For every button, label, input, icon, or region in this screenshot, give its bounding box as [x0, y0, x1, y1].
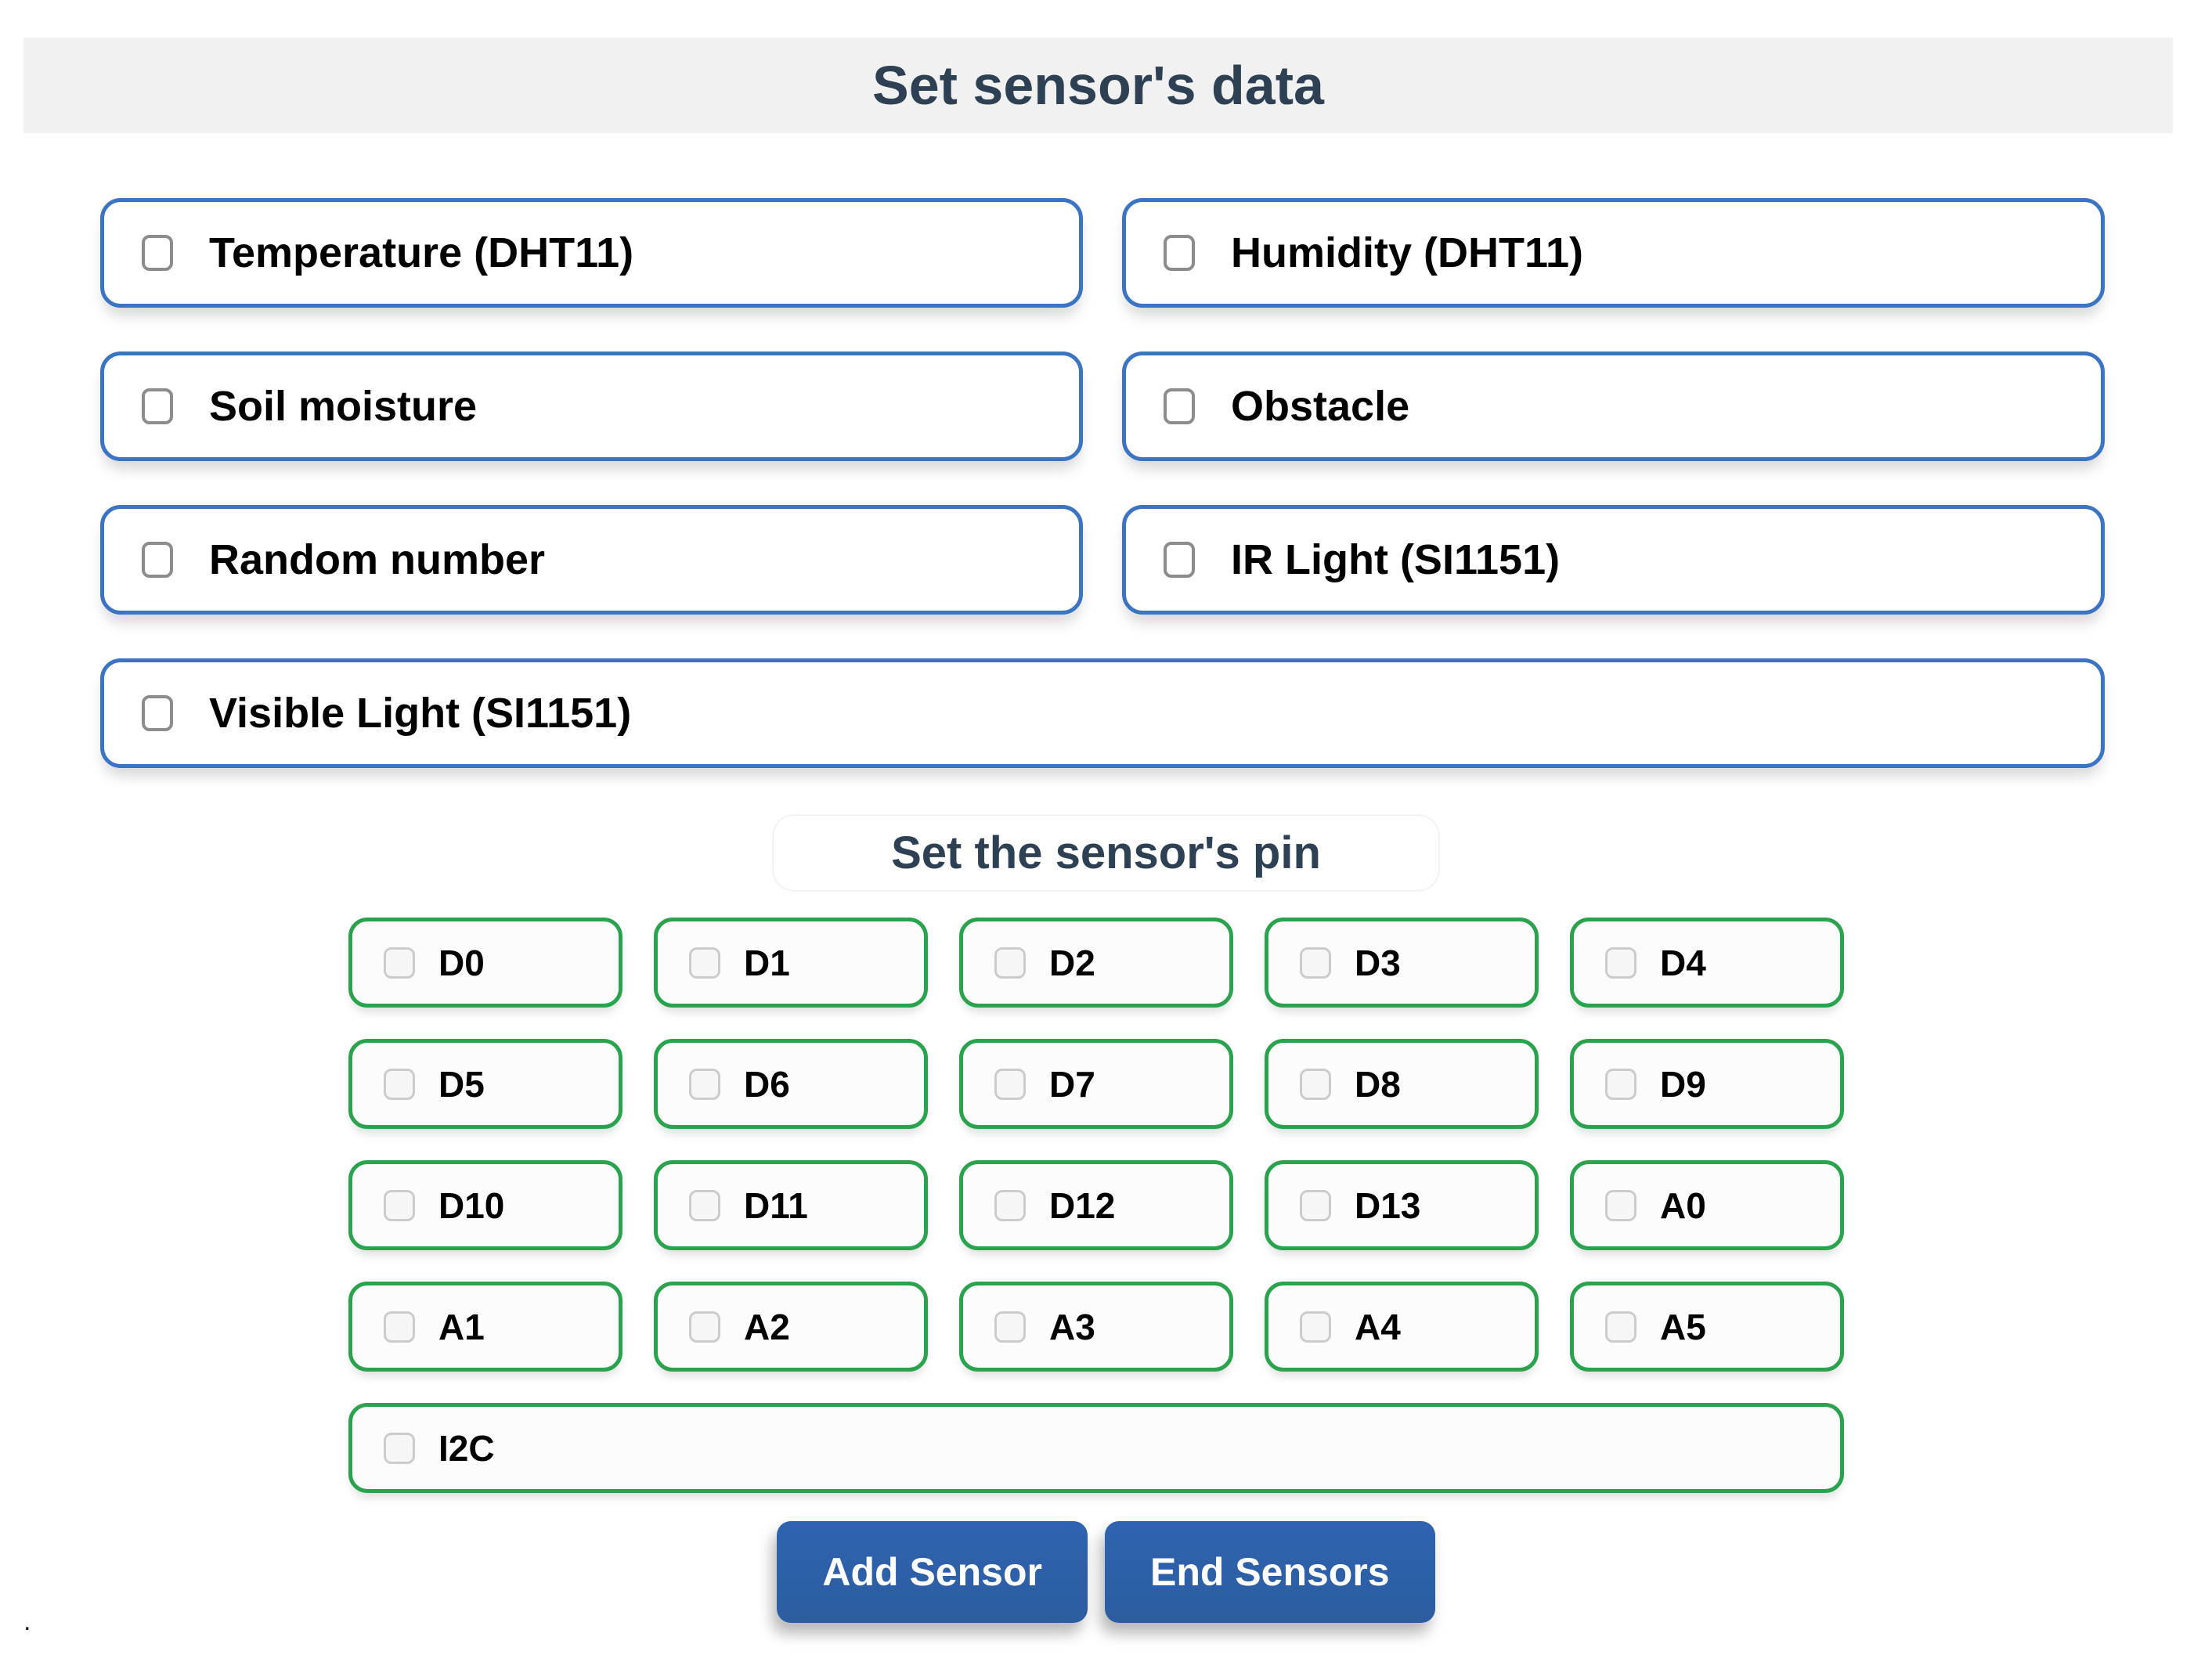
add-sensor-button[interactable]: Add Sensor — [777, 1521, 1088, 1623]
pin-option-d13[interactable]: D13 — [1265, 1160, 1539, 1250]
sensor-list: Temperature (DHT11) Humidity (DHT11) Soi… — [100, 198, 2105, 768]
visible-light-si1151-checkbox[interactable] — [142, 695, 173, 731]
pin-option-a0[interactable]: A0 — [1570, 1160, 1844, 1250]
sensor-option-humidity-dht11[interactable]: Humidity (DHT11) — [1122, 198, 2105, 308]
pin-option-label: D0 — [438, 942, 485, 983]
d6-checkbox[interactable] — [689, 1068, 720, 1100]
d0-checkbox[interactable] — [384, 946, 415, 979]
a4-checkbox[interactable] — [1300, 1311, 1331, 1343]
pin-option-d3[interactable]: D3 — [1265, 918, 1539, 1008]
pin-option-a2[interactable]: A2 — [654, 1282, 928, 1372]
pin-section-heading-wrap: Set the sensor's pin — [0, 816, 2212, 890]
pin-option-label: A0 — [1660, 1184, 1706, 1226]
pin-option-label: D5 — [438, 1063, 485, 1105]
soil-moisture-checkbox[interactable] — [142, 388, 173, 424]
pin-option-d9[interactable]: D9 — [1570, 1039, 1844, 1129]
pin-option-label: A3 — [1049, 1306, 1095, 1347]
humidity-dht11-checkbox[interactable] — [1164, 235, 1195, 271]
d4-checkbox[interactable] — [1605, 946, 1636, 979]
d3-checkbox[interactable] — [1300, 946, 1331, 979]
stray-period-text: . — [23, 1606, 31, 1636]
pin-option-a1[interactable]: A1 — [348, 1282, 622, 1372]
sensor-option-label: Obstacle — [1231, 383, 1410, 430]
pin-option-d10[interactable]: D10 — [348, 1160, 622, 1250]
pin-option-d4[interactable]: D4 — [1570, 918, 1844, 1008]
pin-option-label: D1 — [744, 942, 790, 983]
pin-section-heading-box: Set the sensor's pin — [774, 816, 1438, 890]
d1-checkbox[interactable] — [689, 946, 720, 979]
pin-option-d8[interactable]: D8 — [1265, 1039, 1539, 1129]
pin-option-label: A2 — [744, 1306, 790, 1347]
d2-checkbox[interactable] — [994, 946, 1026, 979]
temperature-dht11-checkbox[interactable] — [142, 235, 173, 271]
sensor-option-obstacle[interactable]: Obstacle — [1122, 352, 2105, 461]
pin-option-label: D13 — [1355, 1184, 1421, 1226]
pin-option-d11[interactable]: D11 — [654, 1160, 928, 1250]
pin-option-d5[interactable]: D5 — [348, 1039, 622, 1129]
pin-option-label: D6 — [744, 1063, 790, 1105]
sensor-option-label: IR Light (SI1151) — [1231, 536, 1561, 583]
pin-option-d2[interactable]: D2 — [959, 918, 1233, 1008]
d11-checkbox[interactable] — [689, 1189, 720, 1221]
d10-checkbox[interactable] — [384, 1189, 415, 1221]
pin-option-label: I2C — [438, 1427, 495, 1469]
pin-option-a3[interactable]: A3 — [959, 1282, 1233, 1372]
obstacle-checkbox[interactable] — [1164, 388, 1195, 424]
pin-option-label: D3 — [1355, 942, 1401, 983]
pin-option-a4[interactable]: A4 — [1265, 1282, 1539, 1372]
sensor-option-label: Temperature (DHT11) — [209, 229, 634, 276]
action-buttons: Add Sensor End Sensors — [0, 1521, 2212, 1623]
pin-option-label: A4 — [1355, 1306, 1401, 1347]
header-bar: Set sensor's data — [23, 38, 2173, 133]
pin-option-d1[interactable]: D1 — [654, 918, 928, 1008]
pin-option-i2c[interactable]: I2C — [348, 1403, 1844, 1493]
sensor-option-ir-light-si1151[interactable]: IR Light (SI1151) — [1122, 505, 2105, 615]
pin-option-label: D11 — [744, 1184, 808, 1226]
pin-option-label: D12 — [1049, 1184, 1116, 1226]
pin-option-label: D9 — [1660, 1063, 1706, 1105]
pin-option-label: D2 — [1049, 942, 1095, 983]
pin-option-label: D10 — [438, 1184, 505, 1226]
sensor-option-temperature-dht11[interactable]: Temperature (DHT11) — [100, 198, 1083, 308]
a5-checkbox[interactable] — [1605, 1311, 1636, 1343]
pin-list: D0 D1 D2 D3 D4 D5 D6 D7 D8 D9 D10 D11 D1… — [348, 918, 1844, 1493]
pin-section-title: Set the sensor's pin — [891, 827, 1321, 878]
a3-checkbox[interactable] — [994, 1311, 1026, 1343]
pin-option-label: D4 — [1660, 942, 1706, 983]
d7-checkbox[interactable] — [994, 1068, 1026, 1100]
sensor-option-soil-moisture[interactable]: Soil moisture — [100, 352, 1083, 461]
a1-checkbox[interactable] — [384, 1311, 415, 1343]
end-sensors-button[interactable]: End Sensors — [1104, 1521, 1435, 1623]
pin-option-d12[interactable]: D12 — [959, 1160, 1233, 1250]
sensor-option-visible-light-si1151[interactable]: Visible Light (SI1151) — [100, 658, 2105, 768]
d8-checkbox[interactable] — [1300, 1068, 1331, 1100]
pin-option-label: A1 — [438, 1306, 485, 1347]
pin-option-label: A5 — [1660, 1306, 1706, 1347]
d5-checkbox[interactable] — [384, 1068, 415, 1100]
pin-option-d7[interactable]: D7 — [959, 1039, 1233, 1129]
a2-checkbox[interactable] — [689, 1311, 720, 1343]
d13-checkbox[interactable] — [1300, 1189, 1331, 1221]
d12-checkbox[interactable] — [994, 1189, 1026, 1221]
page-title: Set sensor's data — [872, 55, 1324, 116]
pin-option-d0[interactable]: D0 — [348, 918, 622, 1008]
pin-option-a5[interactable]: A5 — [1570, 1282, 1844, 1372]
sensor-option-label: Visible Light (SI1151) — [209, 690, 632, 737]
sensor-option-random-number[interactable]: Random number — [100, 505, 1083, 615]
random-number-checkbox[interactable] — [142, 542, 173, 578]
pin-option-label: D7 — [1049, 1063, 1095, 1105]
sensor-option-label: Soil moisture — [209, 383, 478, 430]
d9-checkbox[interactable] — [1605, 1068, 1636, 1100]
ir-light-si1151-checkbox[interactable] — [1164, 542, 1195, 578]
pin-option-label: D8 — [1355, 1063, 1401, 1105]
pin-option-d6[interactable]: D6 — [654, 1039, 928, 1129]
a0-checkbox[interactable] — [1605, 1189, 1636, 1221]
i2c-checkbox[interactable] — [384, 1432, 415, 1464]
sensor-option-label: Random number — [209, 536, 546, 583]
sensor-option-label: Humidity (DHT11) — [1231, 229, 1584, 276]
